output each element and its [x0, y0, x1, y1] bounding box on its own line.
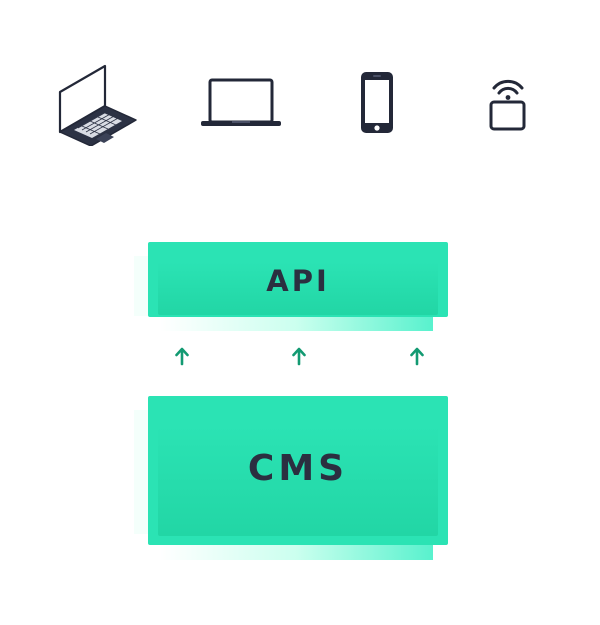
arrow-up-icon: [291, 346, 307, 370]
arrow-up-icon: [174, 346, 190, 370]
cms-box-shadow: [160, 545, 433, 560]
api-box-shadow: [160, 317, 433, 331]
arrow-up-icon: [409, 346, 425, 370]
api-label: API: [266, 264, 330, 298]
cms-label: CMS: [247, 448, 349, 489]
api-box-inner: [158, 262, 438, 315]
cms-box-glow: [134, 410, 148, 534]
smartphone-icon: [358, 70, 396, 136]
iot-device-icon: [486, 74, 530, 132]
laptop-open-icon: [56, 62, 138, 146]
api-box-glow: [134, 256, 148, 316]
cms-box-inner: [158, 426, 438, 536]
laptop-icon: [200, 76, 282, 130]
api-box: API: [148, 242, 448, 317]
cms-box: CMS: [148, 396, 448, 545]
